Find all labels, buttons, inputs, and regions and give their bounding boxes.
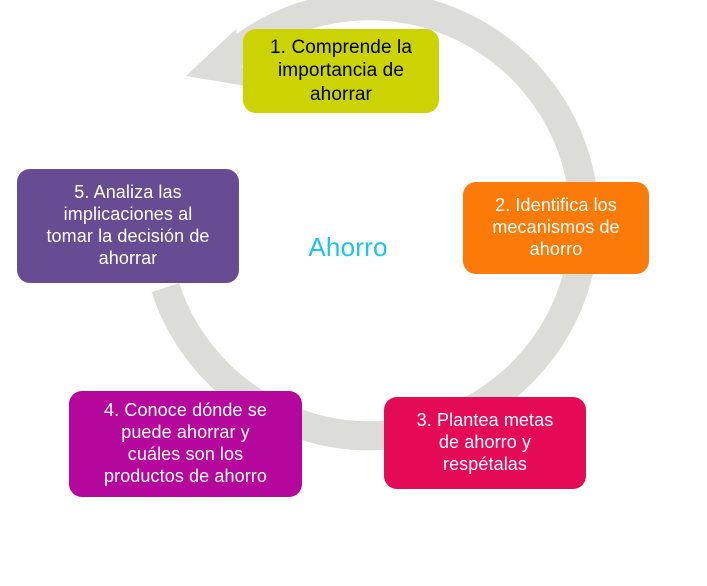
cycle-step-3[interactable]: 3. Plantea metas de ahorro y respétalas xyxy=(384,397,586,489)
cycle-step-4[interactable]: 4. Conoce dónde se puede ahorrar y cuále… xyxy=(69,391,302,497)
cycle-step-2[interactable]: 2. Identifica los mecanismos de ahorro xyxy=(463,182,649,274)
cycle-step-5-label: 5. Analiza las implicaciones al tomar la… xyxy=(46,182,210,268)
cycle-step-3-label: 3. Plantea metas de ahorro y respétalas xyxy=(416,410,554,474)
cycle-step-2-label: 2. Identifica los mecanismos de ahorro xyxy=(492,195,620,259)
cycle-center-label: Ahorro xyxy=(308,232,388,262)
cycle-arrowhead-icon xyxy=(186,29,246,86)
cycle-step-1-label: 1. Comprende la importancia de ahorrar xyxy=(270,37,412,105)
cycle-step-1[interactable]: 1. Comprende la importancia de ahorrar xyxy=(243,29,439,113)
cycle-step-5[interactable]: 5. Analiza las implicaciones al tomar la… xyxy=(17,169,239,283)
cycle-step-4-label: 4. Conoce dónde se puede ahorrar y cuále… xyxy=(103,400,267,486)
